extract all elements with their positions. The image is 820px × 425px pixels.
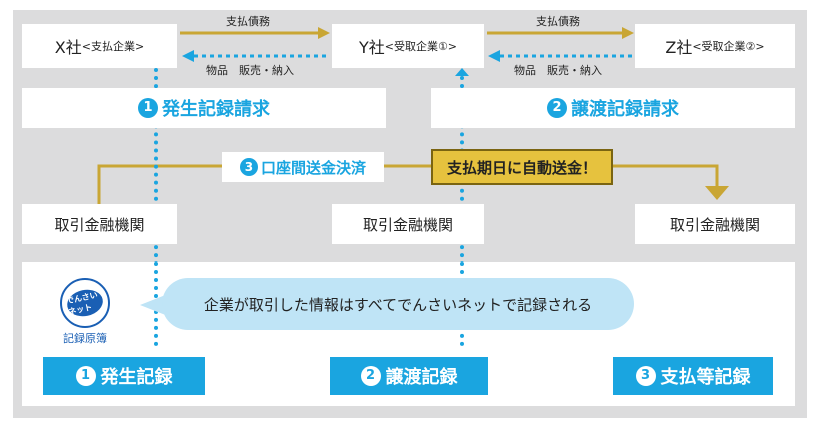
info-bubble: 企業が取引した情報はすべてでんさいネットで記録される	[162, 278, 634, 330]
company-z-role: <受取企業②>	[692, 40, 765, 53]
bank-x: 取引金融機関	[22, 204, 177, 244]
flow-payment-label: 支払等記録	[660, 367, 751, 388]
yz-goods-label: 物品 販売・納入	[514, 64, 602, 77]
transfer-arrowhead	[705, 186, 729, 200]
transfer-line-left	[97, 164, 222, 204]
yz-goods-arrowhead	[488, 50, 500, 62]
flow-issue-label: 発生記録	[100, 367, 173, 388]
request-transfer: 2 譲渡記録請求	[431, 88, 795, 128]
flow-payment-number: 3	[635, 366, 656, 386]
transfer-line-right	[613, 164, 719, 188]
request-issue-number: 1	[138, 98, 158, 118]
xy-goods-arrowhead	[182, 50, 194, 62]
flow-transfer-record: 2 譲渡記録	[330, 357, 488, 395]
xy-debt-label: 支払債務	[226, 15, 270, 28]
account-transfer-text: 口座間送金決済	[260, 158, 366, 177]
xy-debt-arrowhead	[318, 27, 330, 39]
bank-y: 取引金融機関	[332, 204, 484, 244]
account-transfer-label: 3 口座間送金決済	[222, 152, 384, 182]
company-y: Y社 <受取企業①>	[332, 24, 484, 68]
flow-issue-record: 1 発生記録	[43, 357, 205, 395]
flow-transfer-number: 2	[360, 366, 381, 386]
company-z-name: Z社	[665, 38, 693, 57]
up-arrowhead-y	[455, 68, 469, 76]
company-x-role: <支払企業>	[81, 40, 145, 53]
flow-payment-record: 3 支払等記録	[613, 357, 773, 395]
bank-z: 取引金融機関	[635, 204, 795, 244]
company-y-role: <受取企業①>	[384, 40, 458, 53]
record-ledger-caption: 記録原簿	[63, 332, 107, 345]
flow-transfer-label: 譲渡記録	[385, 367, 458, 388]
flow-issue-number: 1	[75, 366, 96, 386]
company-x: X社 <支払企業>	[22, 24, 177, 68]
xy-goods-label: 物品 販売・納入	[206, 64, 294, 77]
yz-debt-arrowhead	[622, 27, 634, 39]
company-x-name: X社	[54, 38, 82, 57]
company-y-name: Y社	[358, 38, 385, 57]
request-transfer-number: 2	[547, 98, 567, 118]
auto-transfer-badge: 支払期日に自動送金！	[431, 149, 613, 185]
request-transfer-label: 譲渡記録請求	[571, 99, 679, 120]
densai-logo-icon: でんさいネット	[60, 278, 110, 328]
request-issue: 1 発生記録請求	[22, 88, 386, 128]
account-transfer-number: 3	[239, 158, 258, 176]
yz-debt-label: 支払債務	[536, 15, 580, 28]
request-issue-label: 発生記録請求	[162, 99, 270, 120]
company-z: Z社 <受取企業②>	[635, 24, 795, 68]
